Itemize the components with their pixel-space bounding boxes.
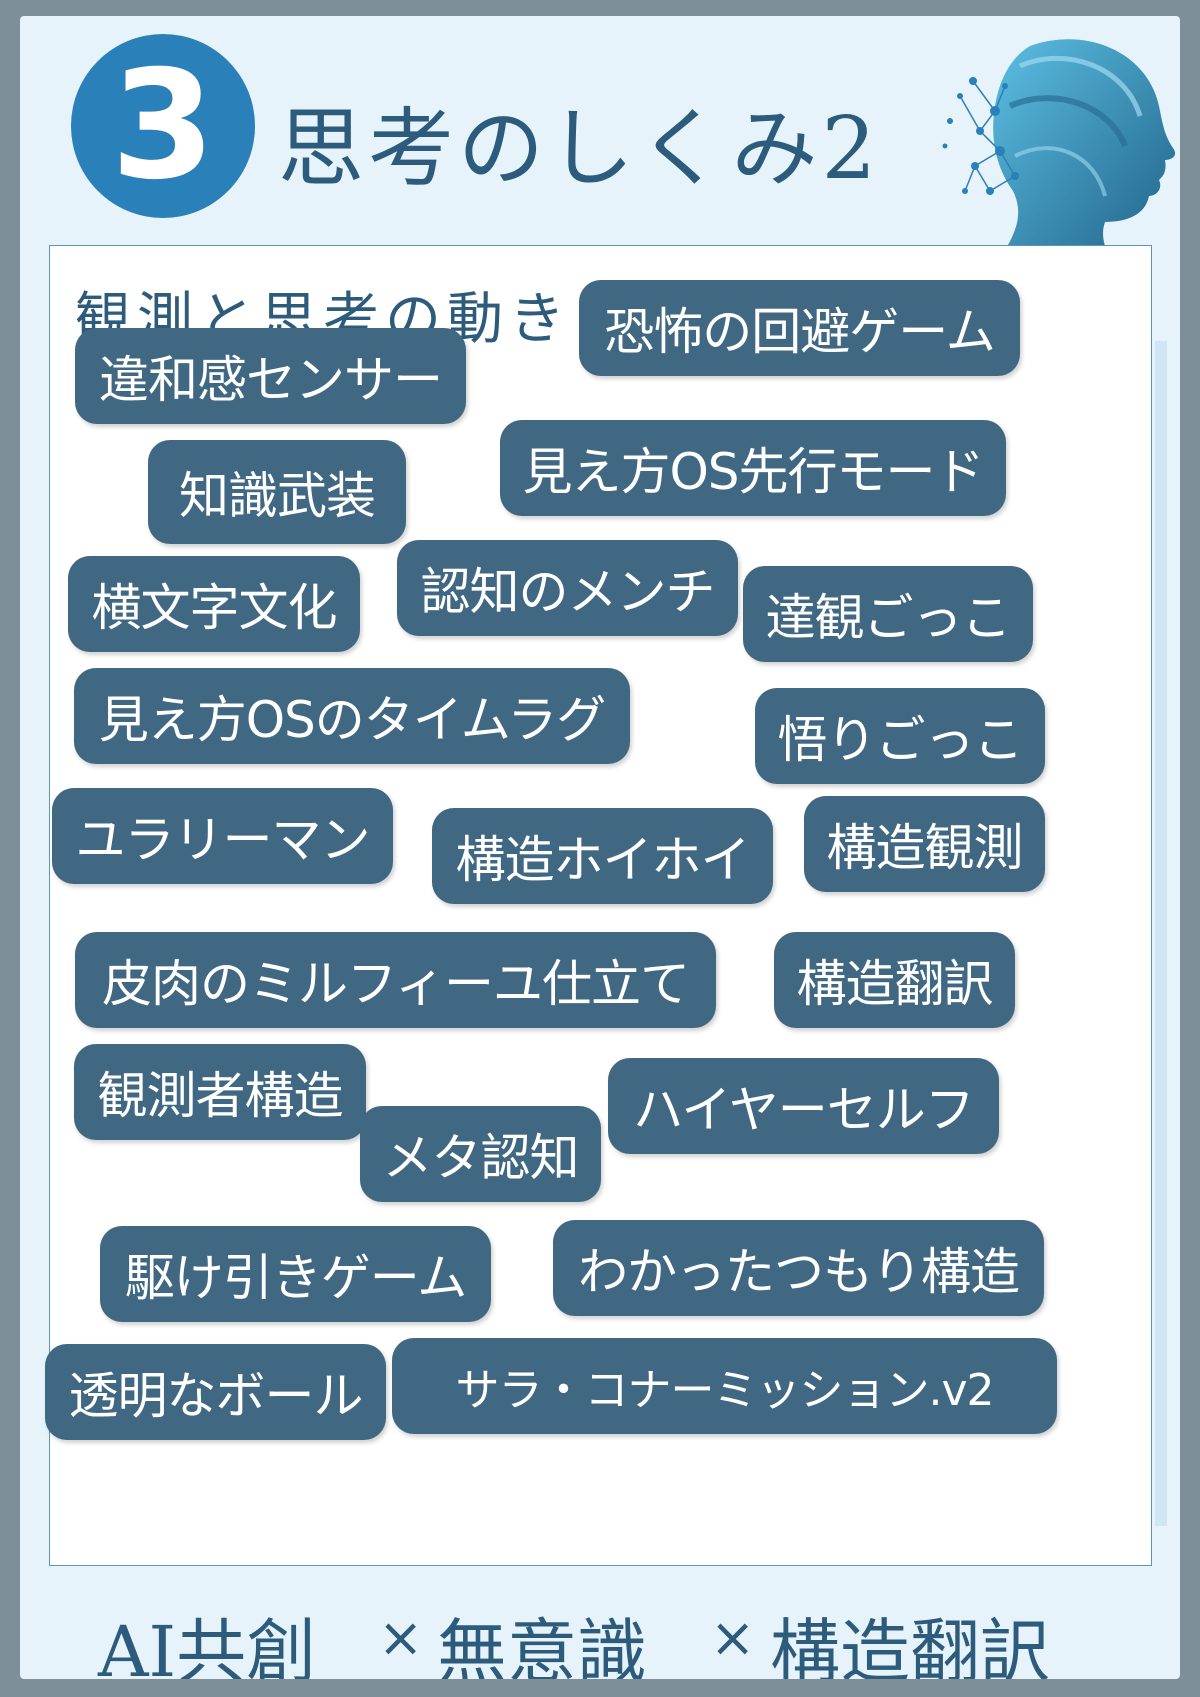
section-number: 3 (110, 39, 216, 213)
tag-chip: 観測者構造 (74, 1044, 366, 1140)
tag-chip: 構造観測 (804, 796, 1045, 892)
tag-chip: 横文字文化 (68, 556, 360, 652)
tag-chip: 知識武装 (148, 440, 406, 544)
tag-chip: 構造ホイホイ (432, 808, 773, 904)
footer-tagline: AI共創 × 無意識 × 構造翻訳 (20, 1596, 1180, 1679)
tag-chip: 駆け引きゲーム (100, 1226, 491, 1322)
tag-chip: 悟りごっこ (755, 688, 1045, 784)
tag-chip: 皮肉のミルフィーユ仕立て (75, 932, 716, 1028)
tag-chip: 認知のメンチ (397, 540, 738, 636)
tag-chip: 透明なボール (45, 1344, 386, 1440)
tag-chip: サラ・コナーミッション.v2 (392, 1338, 1057, 1434)
panel-shadow (1155, 341, 1167, 1526)
footer-separator: × (378, 1606, 424, 1669)
tag-chip: 恐怖の回避ゲーム (579, 280, 1020, 376)
footer-part-translation: 構造翻訳 (770, 1611, 1050, 1679)
page-title: 思考のしくみ2 (278, 99, 881, 199)
section-number-badge: 3 (71, 34, 255, 218)
tag-chip: 違和感センサー (75, 328, 466, 424)
tag-chip: わかったつもり構造 (553, 1220, 1044, 1316)
tag-chip: メタ認知 (360, 1106, 601, 1202)
tag-chip: 見え方OS先行モード (500, 420, 1006, 516)
tag-chip: 見え方OSのタイムラグ (74, 668, 630, 764)
tag-chip: ユラリーマン (52, 788, 393, 884)
tag-chip: ハイヤーセルフ (608, 1058, 999, 1154)
card: 3 思考のしくみ2 観測と思考の動き 恐怖の回避ゲーム 違和感センサー 知識武装… (20, 16, 1180, 1679)
footer-separator: × (710, 1606, 756, 1669)
tag-chip: 達観ごっこ (743, 566, 1033, 662)
head-network-icon (942, 39, 1176, 266)
tag-chip: 構造翻訳 (774, 932, 1015, 1028)
footer-part-unconscious: 無意識 (437, 1611, 647, 1679)
footer-part-ai: AI共創 (98, 1611, 317, 1679)
